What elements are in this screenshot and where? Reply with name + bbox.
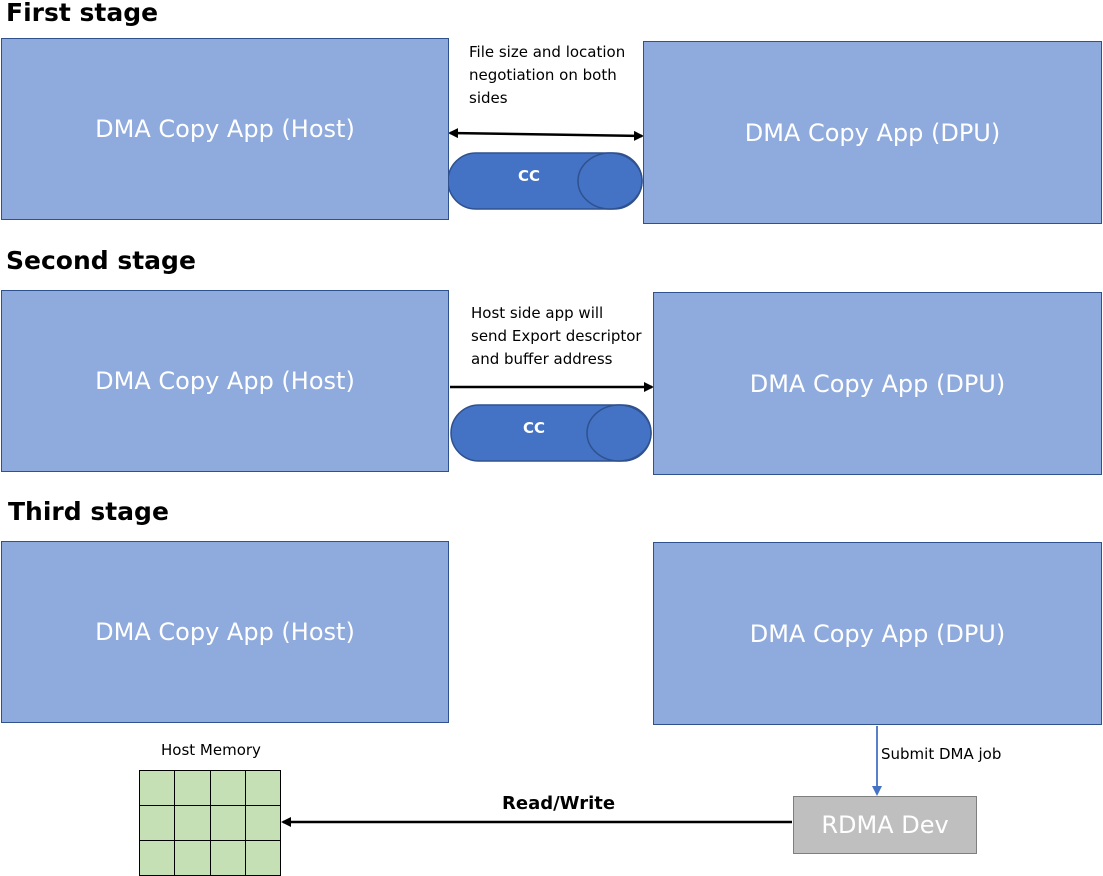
stage1-dpu-app-box: DMA Copy App (DPU) bbox=[643, 41, 1102, 224]
memory-cell bbox=[140, 841, 176, 876]
memory-cell bbox=[245, 841, 281, 876]
memory-cell bbox=[210, 806, 246, 841]
stage3-dpu-app-box: DMA Copy App (DPU) bbox=[653, 542, 1102, 725]
host-memory-grid bbox=[139, 770, 281, 876]
stage3-host-app-label: DMA Copy App (Host) bbox=[95, 618, 355, 646]
stage3-dpu-app-label: DMA Copy App (DPU) bbox=[749, 619, 1006, 648]
stage1-host-app-box: DMA Copy App (Host) bbox=[1, 38, 449, 220]
stage2-dpu-app-label: DMA Copy App (DPU) bbox=[749, 369, 1006, 398]
stage2-host-app-box: DMA Copy App (Host) bbox=[1, 290, 449, 472]
stage2-host-app-label: DMA Copy App (Host) bbox=[95, 367, 355, 395]
stage2-cc-label: CC bbox=[522, 419, 546, 437]
submit-dma-job-label: Submit DMA job bbox=[881, 745, 1002, 763]
memory-cell bbox=[140, 806, 176, 841]
stage1-cc-cylinder bbox=[447, 152, 643, 210]
read-write-label: Read/Write bbox=[502, 793, 616, 814]
host-memory-label: Host Memory bbox=[161, 741, 261, 759]
memory-cell bbox=[245, 771, 281, 806]
stage1-title: First stage bbox=[6, 0, 159, 27]
stage1-host-app-label: DMA Copy App (Host) bbox=[95, 115, 355, 143]
memory-cell bbox=[175, 841, 211, 876]
rdma-dev-box: RDMA Dev bbox=[793, 796, 977, 854]
stage2-note: Host side app will send Export descripto… bbox=[471, 304, 642, 368]
stage1-bidirectional-arrow bbox=[448, 128, 644, 141]
stage1-note: File size and location negotiation on bo… bbox=[469, 43, 626, 107]
memory-cell bbox=[245, 806, 281, 841]
memory-cell bbox=[175, 806, 211, 841]
memory-cell bbox=[175, 771, 211, 806]
memory-cell bbox=[210, 771, 246, 806]
stage2-cc-cylinder bbox=[450, 404, 652, 462]
stage2-title: Second stage bbox=[6, 246, 196, 275]
memory-cell bbox=[140, 771, 176, 806]
rdma-dev-label: RDMA Dev bbox=[821, 811, 949, 839]
stage2-dpu-app-box: DMA Copy App (DPU) bbox=[653, 292, 1102, 475]
stage1-dpu-app-label: DMA Copy App (DPU) bbox=[744, 118, 1001, 147]
stage3-title: Third stage bbox=[8, 497, 169, 526]
memory-cell bbox=[210, 841, 246, 876]
stage1-cc-label: CC bbox=[517, 167, 541, 185]
stage3-host-app-box: DMA Copy App (Host) bbox=[1, 541, 449, 723]
